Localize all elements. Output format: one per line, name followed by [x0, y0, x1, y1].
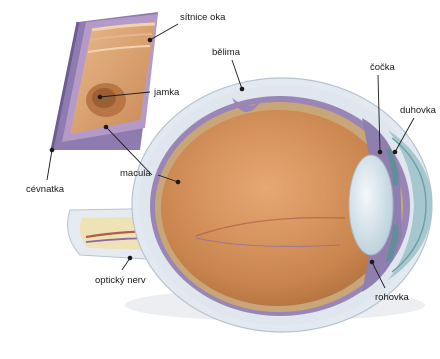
lens [349, 155, 393, 255]
label-macula: macula [120, 168, 151, 179]
dot-jamka [98, 95, 103, 100]
label-cevnatka: cévnatka [26, 184, 65, 195]
dot-cevnatka [50, 148, 55, 153]
dot-cocka [378, 150, 383, 155]
leader-cevnatka [47, 150, 52, 180]
dot-duhovka [393, 150, 398, 155]
label-belima: bělima [212, 47, 241, 58]
dot-macula-wedge [104, 125, 109, 130]
label-opticky-nerv: optický nerv [95, 275, 146, 286]
retina-wedge [52, 12, 158, 150]
dot-rohovka [370, 260, 375, 265]
dot-belima [240, 87, 245, 92]
dot-opticky [128, 256, 133, 261]
dot-macula-eye [176, 180, 181, 185]
dot-sitnice [148, 38, 153, 43]
label-duhovka: duhovka [400, 105, 437, 116]
label-rohovka: rohovka [375, 292, 410, 303]
label-cocka: čočka [370, 62, 396, 73]
label-sitnice-oka: sítnice oka [180, 12, 226, 23]
label-jamka: jamka [153, 87, 180, 98]
fovea-center [92, 88, 116, 108]
